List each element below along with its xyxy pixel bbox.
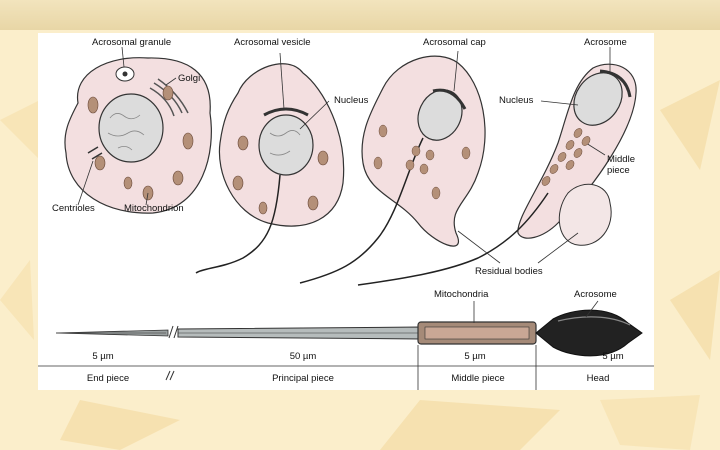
segment-head: Head [586, 373, 610, 384]
label-golgi: Golgi [178, 73, 201, 84]
label-centrioles: Centrioles [52, 203, 95, 214]
label-acrosomal-vesicle: Acrosomal vesicle [234, 37, 311, 48]
label-nucleus-1: Nucleus [334, 95, 369, 106]
scale-end-piece: 5 µm [92, 351, 114, 362]
label-mitochondrion: Mitochondrion [124, 203, 184, 214]
label-middle-piece: Middle piece [607, 154, 635, 176]
label-nucleus-2: Nucleus [499, 95, 534, 106]
label-acrosome-bottom: Acrosome [574, 289, 617, 300]
label-acrosomal-granule: Acrosomal granule [92, 37, 172, 48]
label-acrosomal-cap: Acrosomal cap [423, 37, 486, 48]
segment-middle-piece: Middle piece [451, 373, 505, 384]
segment-end-piece: End piece [86, 373, 130, 384]
early-spermatid-cell [195, 52, 345, 274]
scale-middle-piece: 5 µm [464, 351, 486, 362]
elongating-spermatid-cell [299, 50, 486, 284]
residual-body-shape [558, 183, 612, 246]
mature-sperm [55, 300, 643, 357]
label-mitochondria: Mitochondria [434, 289, 489, 300]
scale-head: 5 µm [602, 351, 624, 362]
title-band [0, 0, 720, 30]
late-spermatid-cell [357, 47, 637, 286]
axis-break-mark [168, 325, 174, 339]
label-residual-bodies: Residual bodies [475, 266, 543, 277]
diagram-panel: Acrosomal granule Golgi Centrioles Mitoc… [38, 33, 654, 390]
spermiogenesis-diagram [38, 46, 654, 390]
scale-principal-piece: 50 µm [289, 351, 317, 362]
segment-principal-piece: Principal piece [272, 373, 334, 384]
label-acrosome-top: Acrosome [584, 37, 627, 48]
round-spermatid-cell [64, 46, 212, 214]
